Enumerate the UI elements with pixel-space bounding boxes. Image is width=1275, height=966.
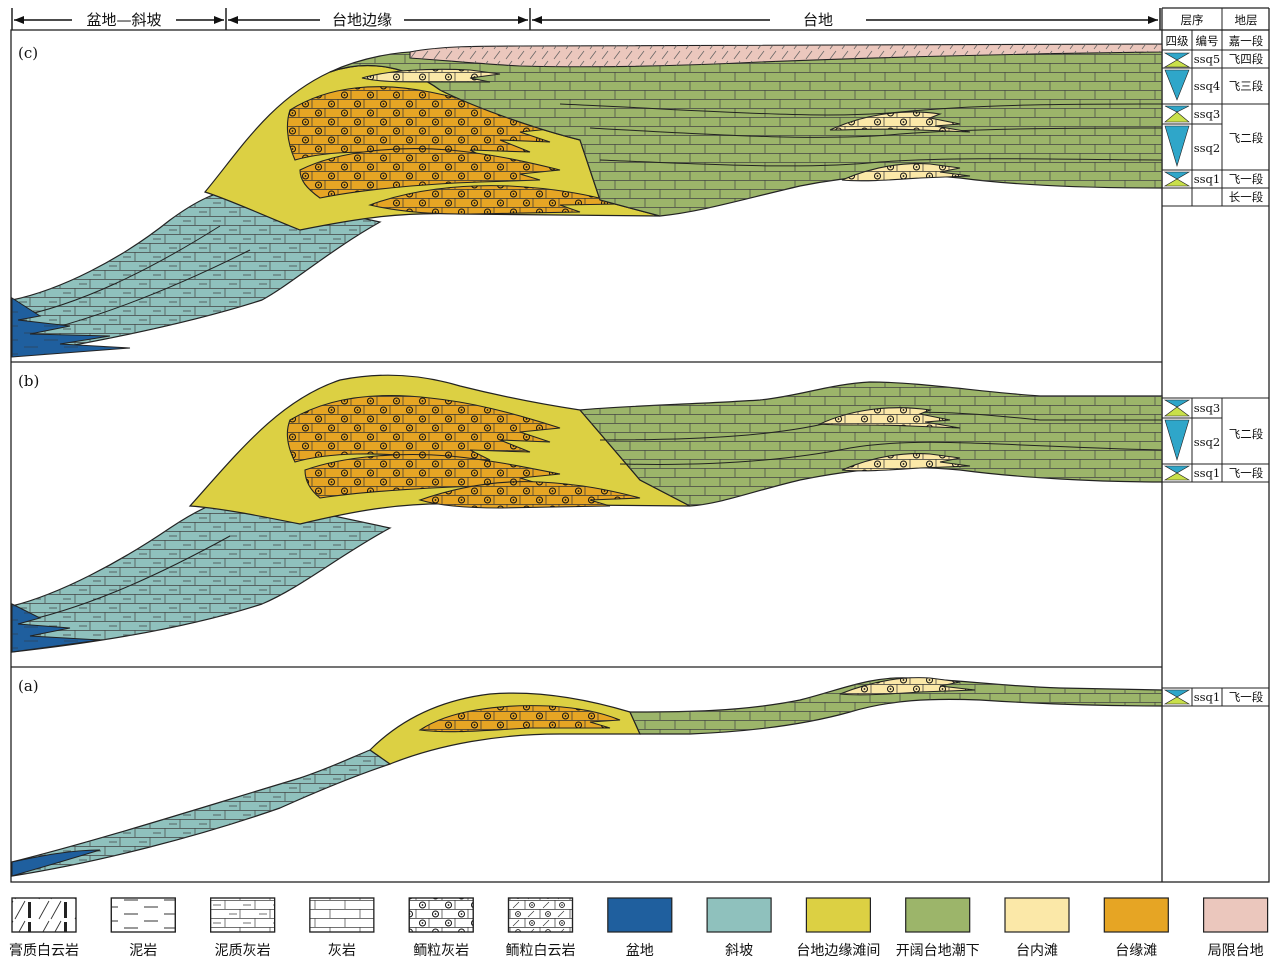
panel-c-seq-2: ssq2 — [1194, 141, 1220, 155]
zone-header: 盆地—斜坡 台地边缘 台地 — [11, 8, 1161, 30]
panel-a: (a) ssq1 飞一段 — [11, 677, 1269, 877]
table-col-fourth-order: 四级 — [1166, 34, 1189, 48]
panel-c-seq-3: ssq3 — [1194, 107, 1220, 121]
legend-label-gypsum-dolomite: 膏质白云岩 — [9, 942, 79, 959]
legend-swatch-margin-interbank — [805, 897, 872, 933]
legend-item-oolitic-dolomite: 鲕粒白云岩 — [506, 897, 576, 959]
legend-label-margin-interbank: 台地边缘滩间 — [796, 943, 880, 959]
panel-c-seq-1: ssq1 — [1194, 172, 1220, 186]
legend: 膏质白云岩 泥岩 泥质灰岩 灰岩 鲕粒灰岩 鲕粒白云岩 盆地 斜坡 台地边缘滩间开阔台地潮下 台内… — [9, 897, 1269, 959]
panel-a-stratum-1: 飞一段 — [1229, 690, 1264, 704]
legend-label-intra-bank: 台内滩 — [1016, 943, 1058, 959]
zone-platform-margin: 台地边缘 — [228, 11, 528, 29]
table-header-sequence: 层序 — [1181, 13, 1204, 27]
panel-c-seq-5: ssq5 — [1194, 52, 1220, 66]
legend-swatch-margin-bank — [1103, 897, 1169, 933]
legend-label-limestone: 灰岩 — [328, 943, 356, 959]
legend-pattern-oolitic-limestone — [408, 897, 474, 933]
legend-item-oolitic-limestone: 鲕粒灰岩 — [408, 897, 474, 959]
panel-b-seq-3: ssq3 — [1194, 401, 1220, 415]
legend-item-restricted: 局限台地 — [1202, 897, 1269, 959]
zone-basin-slope: 盆地—斜坡 — [14, 11, 224, 29]
legend-swatch-open-subtidal — [905, 897, 971, 933]
legend-label-muddy-limestone: 泥质灰岩 — [215, 943, 271, 959]
legend-item-intra-bank: 台内滩 — [1004, 897, 1070, 959]
legend-swatch-basin — [607, 897, 673, 933]
panel-b-seq-2: ssq2 — [1194, 435, 1220, 449]
legend-pattern-oolitic-dolomite — [507, 897, 574, 933]
panel-b: (b) ssq3 飞二段 ssq2 ssq1 — [11, 372, 1269, 653]
legend-label-basin: 盆地 — [626, 943, 654, 959]
zone-platform: 台地 — [532, 11, 1158, 29]
legend-pattern-gypsum-dolomite — [11, 897, 77, 933]
legend-item-slope: 斜坡 — [706, 897, 772, 959]
panel-a-seq-1: ssq1 — [1194, 690, 1220, 704]
panel-c-stratum-5: 飞四段 — [1229, 52, 1264, 66]
panel-c: (c) — [11, 30, 1269, 358]
legend-swatch-restricted — [1202, 897, 1269, 933]
legend-label-oolitic-limestone: 鲕粒灰岩 — [413, 943, 469, 959]
panel-c-label: (c) — [18, 44, 38, 62]
legend-pattern-muddy-limestone — [210, 897, 276, 933]
panel-b-stratum-3: 飞二段 — [1229, 427, 1264, 441]
legend-item-gypsum-dolomite: 膏质白云岩 — [9, 897, 79, 959]
sequence-table-header: 层序 地层 — [1162, 8, 1269, 31]
panel-b-stratum-1: 飞一段 — [1229, 466, 1264, 480]
legend-item-margin-bank: 台缘滩 — [1103, 897, 1169, 959]
legend-pattern-mudstone — [110, 897, 176, 933]
legend-item-mudstone: 泥岩 — [110, 897, 176, 959]
zone-basin-slope-label: 盆地—斜坡 — [86, 11, 161, 29]
legend-item-limestone: 灰岩 — [309, 897, 375, 959]
panel-a-basin — [11, 849, 101, 877]
panel-b-label: (b) — [18, 372, 39, 390]
legend-label-restricted: 局限台地 — [1208, 943, 1264, 959]
table-header-strata: 地层 — [1235, 13, 1258, 27]
legend-label-oolitic-dolomite: 鲕粒白云岩 — [506, 943, 576, 959]
legend-item-basin: 盆地 — [607, 897, 673, 959]
zone-platform-margin-label: 台地边缘 — [332, 11, 392, 29]
legend-item-muddy-limestone: 泥质灰岩 — [210, 897, 276, 959]
panel-c-stratum-jia1: 嘉一段 — [1229, 34, 1264, 48]
panel-a-sequence-table: ssq1 飞一段 — [1162, 687, 1269, 707]
legend-item-open-subtidal: 开阔台地潮下 — [896, 897, 980, 959]
panel-c-stratum-1: 飞一段 — [1229, 172, 1264, 186]
table-col-number: 编号 — [1196, 34, 1219, 48]
legend-label-margin-bank: 台缘滩 — [1115, 943, 1157, 959]
panel-c-sequence-table: 四级 编号 嘉一段 ssq5 飞四段 ssq4 飞三段 ssq3 飞二段 ssq… — [1162, 30, 1269, 207]
legend-label-open-subtidal: 开阔台地潮下 — [896, 943, 980, 959]
panel-c-stratum-chang1: 长一段 — [1229, 190, 1264, 204]
legend-pattern-limestone — [309, 897, 375, 933]
legend-label-slope: 斜坡 — [725, 943, 753, 959]
panel-b-seq-1: ssq1 — [1194, 466, 1220, 480]
panel-c-stratum-4: 飞三段 — [1229, 79, 1264, 93]
legend-item-margin-interbank: 台地边缘滩间 — [796, 897, 880, 959]
legend-swatch-intra-bank — [1004, 897, 1070, 933]
legend-label-mudstone: 泥岩 — [129, 943, 157, 959]
zone-platform-label: 台地 — [803, 11, 833, 29]
panel-c-seq-4: ssq4 — [1194, 79, 1220, 93]
panel-a-label: (a) — [18, 677, 39, 695]
panel-c-stratum-3: 飞二段 — [1229, 131, 1264, 145]
legend-swatch-slope — [706, 897, 772, 933]
panel-b-sequence-table: ssq3 飞二段 ssq2 ssq1 飞一段 — [1162, 397, 1269, 483]
